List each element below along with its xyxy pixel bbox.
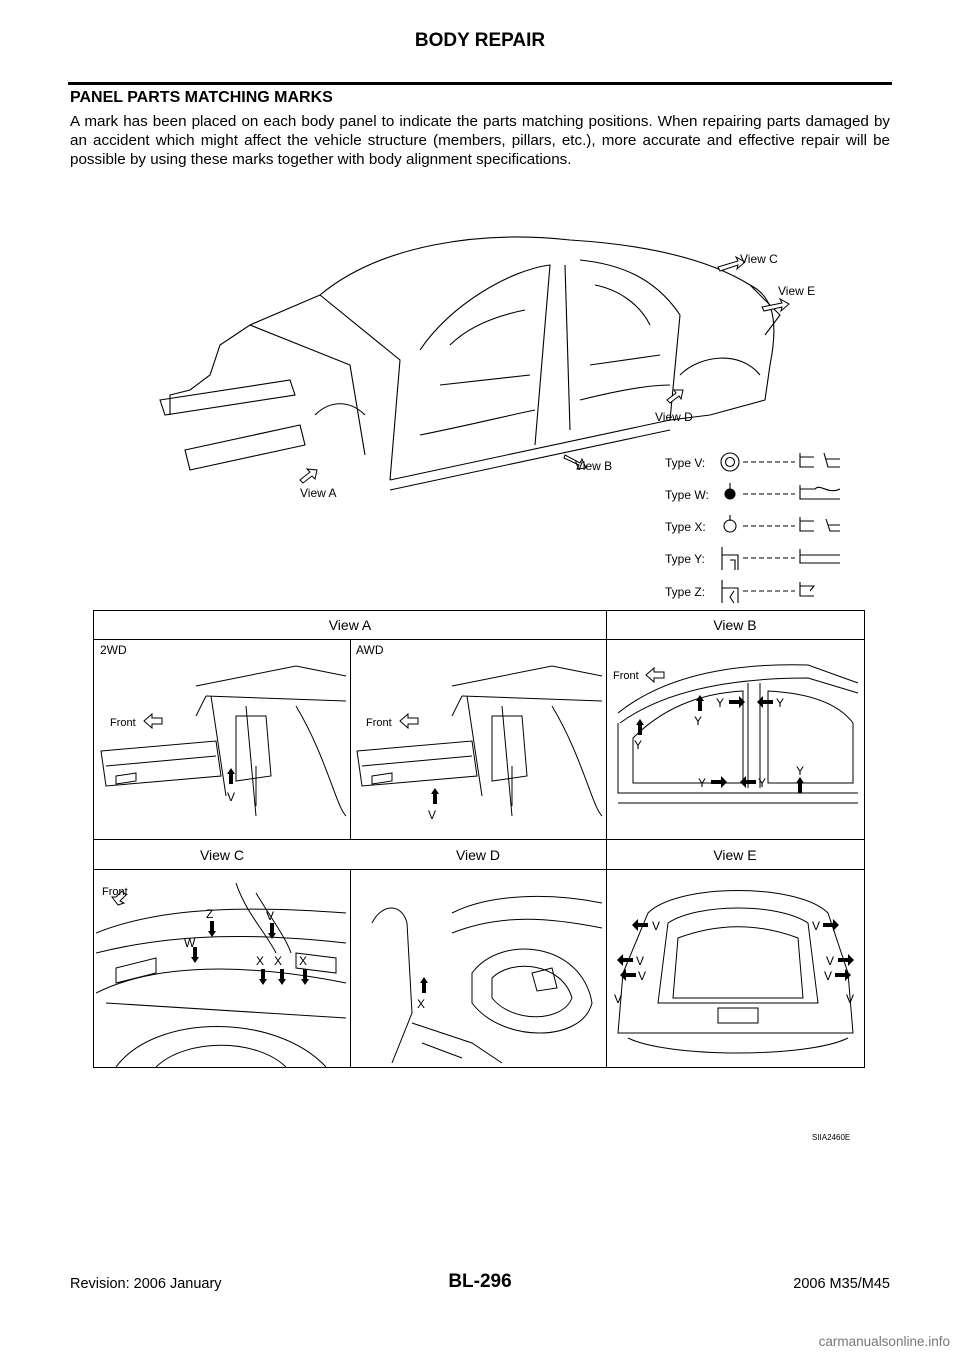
- footer-model: 2006 M35/M45: [793, 1276, 890, 1292]
- type-legend: Type V: Type W: Type X: Type Y: Type Z:: [665, 452, 841, 604]
- mark-y-label: Y: [796, 764, 804, 778]
- view-e-title: View E: [713, 847, 757, 863]
- divider: [350, 869, 351, 1067]
- mark-v-label: V: [428, 808, 436, 822]
- divider: [94, 869, 864, 870]
- mark-w-label: W: [184, 936, 196, 950]
- mark-v-label: V: [826, 954, 834, 968]
- mark-y-label: Y: [694, 714, 702, 728]
- divider: [350, 639, 351, 839]
- filled-arrow-icon: [420, 977, 428, 993]
- front-label: Front: [102, 886, 128, 898]
- view-b-drawing: Front Y Y Y Y Y Y Y: [613, 664, 859, 804]
- front-label: Front: [110, 717, 136, 729]
- view-d-drawing: X: [371, 895, 603, 1064]
- label-2wd: 2WD: [100, 643, 127, 657]
- mark-v-label: V: [846, 992, 854, 1006]
- view-d-title: View D: [455, 847, 501, 863]
- intro-paragraph: A mark has been placed on each body pane…: [70, 113, 890, 168]
- views-grid: View A View B View C View D View E 2WD A…: [93, 610, 865, 1068]
- mark-v-label: V: [824, 969, 832, 983]
- hollow-arrow-icon: [666, 389, 684, 404]
- view-a-awd-drawing: Front V: [356, 665, 603, 822]
- header-rule: [68, 82, 892, 85]
- view-a-title: View A: [328, 617, 372, 633]
- hollow-arrow-icon: [645, 666, 665, 684]
- hollow-arrow-icon: [143, 712, 163, 730]
- footer-revision: Revision: 2006 January: [70, 1276, 222, 1292]
- view-b-title: View B: [713, 617, 757, 633]
- figure-code: SIIA2460E: [812, 1133, 851, 1142]
- filled-arrow-icon: [227, 768, 235, 784]
- mark-y-label: Y: [716, 696, 724, 710]
- type-w-label: Type W:: [665, 488, 709, 502]
- mark-symbol-icon: [720, 452, 740, 472]
- hollow-arrow-icon: [717, 255, 746, 272]
- filled-arrow-icon: [431, 788, 439, 804]
- type-x-label: Type X:: [665, 520, 706, 534]
- view-e-label: View E: [778, 284, 815, 298]
- type-v-label: Type V:: [665, 456, 705, 470]
- view-e-drawing: V V V V V V V V: [614, 890, 854, 1054]
- mark-v-label: V: [614, 992, 622, 1006]
- divider: [94, 839, 864, 840]
- view-c-drawing: Front Z W V X X X: [96, 882, 347, 1067]
- section-title: PANEL PARTS MATCHING MARKS: [70, 89, 333, 106]
- mark-y-label: Y: [634, 738, 642, 752]
- mark-x-label: X: [256, 954, 264, 968]
- mark-x-label: X: [299, 954, 307, 968]
- hollow-arrow-icon: [299, 468, 318, 484]
- view-c-label: View C: [740, 252, 778, 266]
- mark-v-label: V: [636, 954, 644, 968]
- view-d-label: View D: [655, 410, 693, 424]
- mark-v-label: V: [652, 919, 660, 933]
- label-awd: AWD: [356, 643, 384, 657]
- front-label: Front: [366, 717, 392, 729]
- divider: [606, 611, 607, 839]
- page-header-title: BODY REPAIR: [414, 30, 546, 51]
- car-body-shell-drawing: View C View E View D View B View A Type …: [159, 236, 841, 604]
- hollow-arrow-icon: [111, 890, 127, 906]
- hollow-arrow-icon: [399, 712, 419, 730]
- watermark: carmanualsonline.info: [818, 1334, 950, 1349]
- mark-v-label: V: [638, 969, 646, 983]
- divider: [606, 839, 607, 1067]
- type-z-label: Type Z:: [665, 585, 705, 599]
- mark-y-label: Y: [698, 776, 706, 790]
- view-a-label: View A: [300, 486, 336, 500]
- view-b-label: View B: [575, 459, 612, 473]
- mark-v-label: V: [266, 909, 274, 923]
- view-c-title: View C: [199, 847, 245, 863]
- mark-z-label: Z: [206, 907, 213, 921]
- mark-x-label: X: [417, 997, 425, 1011]
- footer-page-number: BL-296: [448, 1271, 512, 1292]
- mark-y-label: Y: [758, 776, 766, 790]
- hollow-arrow-icon: [761, 297, 790, 313]
- hollow-arrow-icon: [563, 454, 587, 470]
- front-label: Front: [613, 670, 639, 682]
- mark-v-label: V: [227, 790, 235, 804]
- mark-v-label: V: [812, 919, 820, 933]
- view-a-2wd-drawing: Front V: [100, 665, 347, 817]
- mark-x-label: X: [274, 954, 282, 968]
- mark-y-label: Y: [776, 696, 784, 710]
- type-y-label: Type Y:: [665, 552, 705, 566]
- divider: [94, 639, 864, 640]
